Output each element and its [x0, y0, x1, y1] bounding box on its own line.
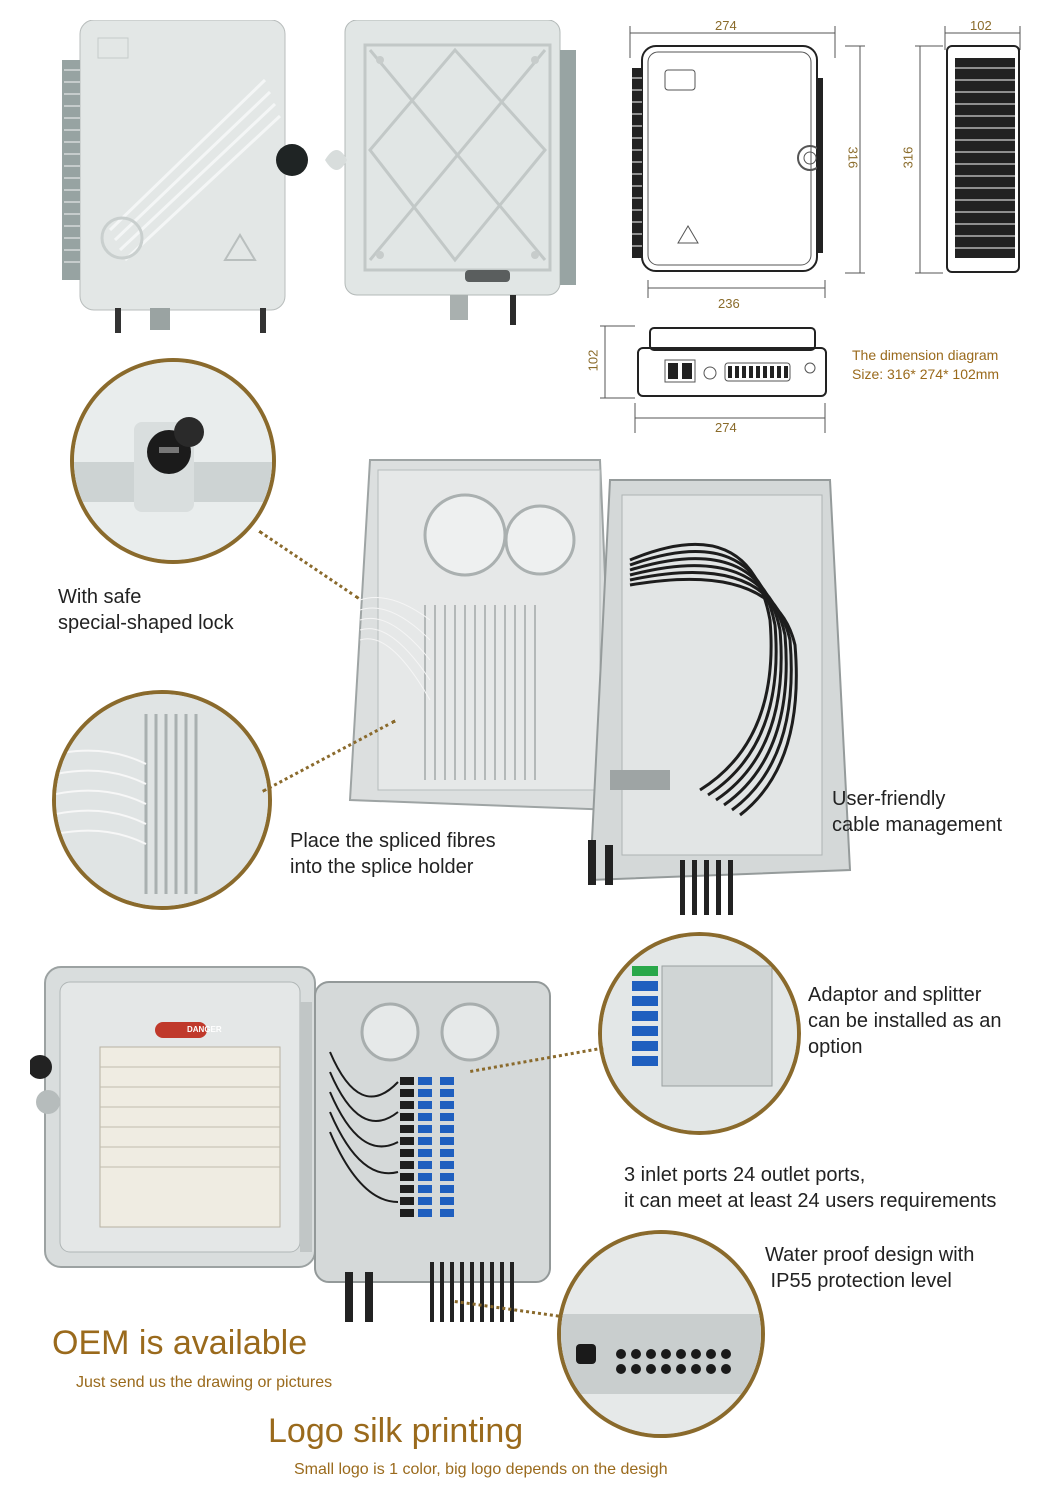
- feature-waterproof-line1: Water proof design with: [765, 1244, 975, 1266]
- feature-cable-line1: User-friendly: [832, 788, 946, 810]
- dim-bottom-width: 274: [715, 420, 737, 435]
- feature-waterproof-caption: Water proof design with IP55 protection …: [765, 1242, 974, 1294]
- feature-adaptor-line2: can be installed as an: [808, 1010, 1002, 1032]
- feature-splice-caption: Place the spliced fibres into the splice…: [290, 828, 496, 880]
- feature-adaptor-caption: Adaptor and splitter can be installed as…: [808, 982, 1001, 1060]
- feature-lock-line1: With safe: [58, 586, 142, 608]
- open-box-splice-photo: [330, 440, 870, 930]
- feature-adaptor-line3: option: [808, 1036, 863, 1058]
- dimension-side-view: 102 316: [895, 18, 1045, 283]
- dim-bottom-inner-width: 236: [718, 296, 740, 311]
- splice-holder-detail-circle: [52, 690, 272, 910]
- dimension-front-view: 274 316 236: [620, 18, 870, 311]
- waterproof-detail-circle: [557, 1230, 765, 1438]
- dim-side-width: 102: [970, 18, 992, 33]
- feature-cable-caption: User-friendly cable management: [832, 786, 1002, 838]
- oem-title: OEM is available: [52, 1324, 308, 1362]
- dimension-bottom-view: 102 274: [580, 318, 840, 438]
- oem-subtitle: Just send us the drawing or pictures: [76, 1374, 333, 1391]
- open-box-adaptor-photo: DANGER: [30, 962, 560, 1332]
- dimension-caption-size: Size: 316* 274* 102mm: [852, 366, 1000, 382]
- dimension-caption: The dimension diagram Size: 316* 274* 10…: [852, 346, 999, 384]
- feature-ports-caption: 3 inlet ports 24 outlet ports, it can me…: [624, 1162, 996, 1214]
- dim-front-height: 316: [845, 146, 861, 169]
- feature-splice-line2: into the splice holder: [290, 856, 474, 878]
- feature-lock-caption: With safe special-shaped lock: [58, 584, 234, 636]
- feature-ports-line1: 3 inlet ports 24 outlet ports,: [624, 1164, 866, 1186]
- logo-subtitle: Small logo is 1 color, big logo depends …: [294, 1461, 668, 1478]
- dim-bottom-depth: 102: [585, 349, 601, 372]
- feature-waterproof-line2: IP55 protection level: [765, 1270, 952, 1292]
- feature-cable-line2: cable management: [832, 814, 1003, 836]
- dim-front-width: 274: [715, 18, 737, 33]
- feature-lock-line2: special-shaped lock: [58, 612, 234, 634]
- adaptor-detail-circle: [598, 932, 801, 1135]
- dim-side-height: 316: [900, 146, 916, 169]
- logo-title: Logo silk printing: [268, 1412, 524, 1450]
- feature-splice-line1: Place the spliced fibres: [290, 830, 496, 852]
- lock-detail-circle: [70, 358, 276, 564]
- feature-ports-line2: it can meet at least 24 users requiremen…: [624, 1190, 997, 1212]
- feature-adaptor-line1: Adaptor and splitter: [808, 984, 982, 1006]
- box-front-photo: [60, 20, 310, 335]
- box-back-photo: [325, 20, 580, 335]
- danger-label: DANGER: [187, 1025, 222, 1034]
- dimension-caption-title: The dimension diagram: [852, 347, 999, 363]
